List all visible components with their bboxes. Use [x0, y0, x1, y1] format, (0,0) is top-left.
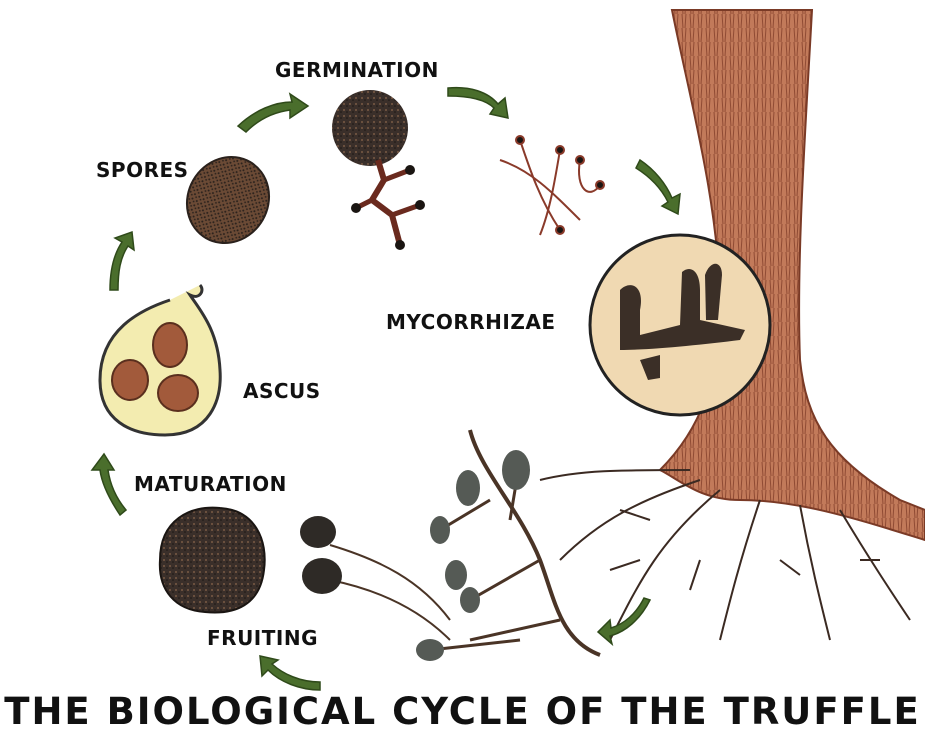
label-fruiting: FRUITING [207, 626, 318, 650]
label-mycorrhizae: MYCORRHIZAE [386, 310, 555, 334]
arrow-germination-to-hyphae [448, 88, 508, 118]
label-ascus: ASCUS [243, 379, 321, 403]
germination-spore [332, 90, 425, 250]
mature-truffle [160, 508, 265, 613]
label-maturation: MATURATION [134, 472, 287, 496]
arrow-roots-to-fruiting [598, 598, 650, 644]
fruiting-roots [300, 430, 600, 661]
arrow-ascus-to-spores [110, 232, 134, 290]
hyphae [500, 136, 604, 235]
arrow-maturation-to-ascus [92, 454, 126, 515]
label-germination: GERMINATION [275, 58, 439, 82]
arrow-fruiting-to-maturation [260, 656, 320, 690]
arrow-spores-to-germination [238, 94, 308, 132]
diagram-title: THE BIOLOGICAL CYCLE OF THE TRUFFLE [0, 690, 925, 733]
label-spores: SPORES [96, 158, 189, 182]
arrow-hyphae-to-mycorrhizae [636, 160, 680, 214]
mycorrhizae-circle [590, 235, 770, 415]
ascus-sac [100, 285, 220, 435]
